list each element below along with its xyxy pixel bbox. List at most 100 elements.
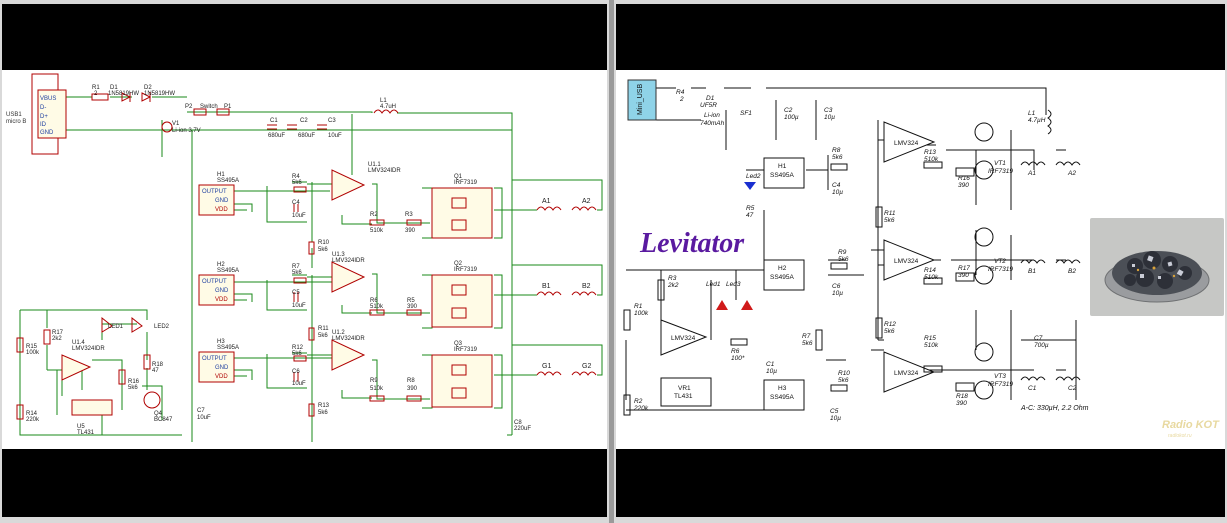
svg-text:LMV324IDR: LMV324IDR [368,168,401,174]
svg-text:C5: C5 [830,408,839,415]
svg-text:G1: G1 [542,363,551,370]
svg-text:H2: H2 [217,262,225,268]
svg-text:C4: C4 [292,200,300,206]
svg-text:Q3: Q3 [454,341,463,347]
hall-sensors: H1 SS495A OUTPUT GND VDD H2 SS495A OUTPU… [198,172,239,383]
svg-text:C6: C6 [292,369,300,375]
svg-text:510k: 510k [370,386,384,392]
vr1-regulator: VR1 TL431 [660,377,712,407]
svg-text:Q2: Q2 [454,261,463,267]
svg-text:5k6: 5k6 [128,385,138,391]
svg-text:R5: R5 [746,205,755,212]
svg-text:10uF: 10uF [328,133,342,139]
svg-text:SS495A: SS495A [770,394,795,401]
svg-text:5k6: 5k6 [838,256,849,263]
svg-text:510k: 510k [924,156,939,163]
wires [19,96,603,442]
svg-text:10µ: 10µ [830,415,841,422]
svg-text:U5: U5 [77,424,85,430]
svg-text:10µ: 10µ [766,368,777,375]
svg-text:L1: L1 [380,98,387,104]
svg-text:C2: C2 [784,107,793,114]
svg-text:10uF: 10uF [292,213,306,219]
svg-text:10µ: 10µ [824,114,835,121]
svg-text:Led1: Led1 [706,281,721,288]
svg-text:C7: C7 [1034,335,1043,342]
svg-text:2: 2 [94,91,98,97]
svg-text:LMV324: LMV324 [894,140,919,147]
coil-spec-note: A-C: 330µH, 2.2 Ohm [1020,405,1089,412]
svg-text:R11: R11 [884,210,896,217]
svg-text:R3: R3 [668,275,677,282]
svg-text:R5: R5 [407,298,415,304]
svg-text:A2: A2 [582,198,591,205]
mid-passives [293,186,422,417]
svg-text:LMV324: LMV324 [894,258,919,265]
svg-text:R14: R14 [26,411,38,417]
svg-text:GND: GND [215,198,229,204]
usb-ref: USB1 [6,112,22,118]
svg-text:R12: R12 [884,321,896,328]
svg-text:SS495A: SS495A [217,268,239,274]
svg-text:R7: R7 [802,333,811,340]
svg-text:SS495A: SS495A [217,345,239,351]
svg-text:SS495A: SS495A [770,274,795,281]
svg-text:R10: R10 [318,240,330,246]
opamps [61,169,366,381]
svg-text:LMV324IDR: LMV324IDR [332,258,365,264]
svg-text:R8: R8 [832,147,841,154]
svg-text:OUTPUT: OUTPUT [202,279,227,285]
svg-text:R12: R12 [292,345,304,351]
svg-text:100k: 100k [634,310,649,317]
svg-text:U1.2: U1.2 [332,330,345,336]
svg-text:510k: 510k [924,342,939,349]
svg-text:R18: R18 [956,393,968,400]
svg-text:C8: C8 [514,420,522,426]
svg-text:radiokot.ru: radiokot.ru [1168,433,1192,439]
svg-text:LED2: LED2 [154,324,170,330]
svg-text:5k6: 5k6 [838,377,849,384]
svg-text:GND: GND [215,365,229,371]
svg-text:R15: R15 [924,335,936,342]
svg-text:2k2: 2k2 [52,336,62,342]
svg-text:Led3: Led3 [726,281,741,288]
svg-text:P2: P2 [185,104,193,110]
svg-text:100*: 100* [731,355,745,362]
svg-text:5k6: 5k6 [292,351,302,357]
radiokot-watermark: Radio KOT radiokot.ru [1162,419,1220,439]
svg-text:H3: H3 [217,339,225,345]
svg-text:5k6: 5k6 [318,247,328,253]
svg-text:L1: L1 [1028,110,1036,117]
svg-text:D2: D2 [144,85,152,91]
svg-text:R17: R17 [958,265,970,272]
svg-text:B2: B2 [1068,268,1076,275]
svg-text:100k: 100k [26,350,40,356]
svg-text:R10: R10 [838,370,850,377]
svg-text:10µ: 10µ [832,189,843,196]
svg-text:R11: R11 [318,326,329,332]
svg-text:10uF: 10uF [197,415,211,421]
svg-text:H3: H3 [778,385,787,392]
svg-text:R1: R1 [634,303,643,310]
svg-text:A2: A2 [1067,170,1076,177]
mini-usb-connector: Mini_USB [627,79,657,121]
svg-text:LMV324: LMV324 [671,335,696,342]
svg-text:U1.4: U1.4 [72,340,85,346]
svg-text:47: 47 [152,368,159,374]
svg-text:390: 390 [405,228,416,234]
svg-text:390: 390 [956,400,967,407]
svg-text:4.7µH: 4.7µH [1028,117,1046,124]
svg-text:IRF7319: IRF7319 [454,180,478,186]
svg-text:B1: B1 [1028,268,1036,275]
svg-text:IRF7319: IRF7319 [454,347,478,353]
svg-text:UF5R: UF5R [700,102,717,109]
svg-text:680uF: 680uF [298,133,315,139]
top-labels: R1 2 D1 1N5819HW D2 1N5819HW P2 Switch P… [92,85,396,139]
svg-text:5k6: 5k6 [802,340,813,347]
svg-text:LMV324IDR: LMV324IDR [332,336,365,342]
svg-text:R4: R4 [292,174,300,180]
